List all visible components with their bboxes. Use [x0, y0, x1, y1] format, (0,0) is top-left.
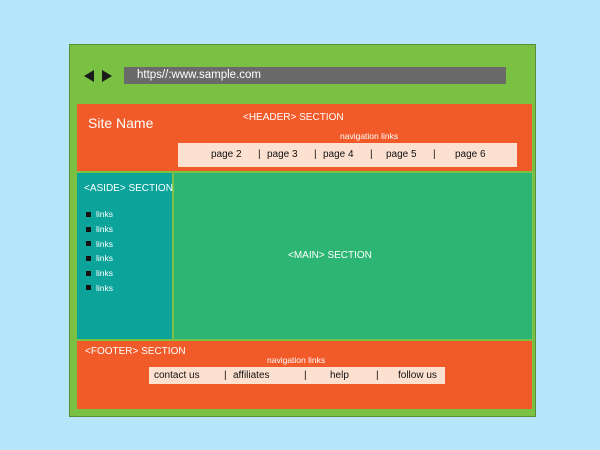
header-section: Site Name <HEADER> SECTION navigation li… — [77, 104, 532, 171]
nav-separator: | — [314, 149, 317, 160]
address-bar[interactable]: https//:www.sample.com — [124, 67, 506, 84]
site-name[interactable]: Site Name — [88, 115, 154, 131]
aside-link[interactable]: links — [86, 280, 113, 295]
browser-window: https//:www.sample.com Site Name <HEADER… — [69, 44, 536, 417]
footer-link-follow-us[interactable]: follow us — [398, 370, 437, 381]
footer-link-contact-us[interactable]: contact us — [154, 370, 200, 381]
header-nav-caption: navigation links — [340, 131, 399, 141]
main-section-label: <MAIN> SECTION — [288, 250, 372, 261]
bullet-icon — [86, 226, 91, 232]
nav-link-page-5[interactable]: page 5 — [386, 149, 417, 160]
aside-link[interactable]: links — [86, 222, 113, 237]
bullet-icon — [86, 255, 91, 261]
nav-separator: | — [258, 149, 261, 160]
footer-link-help[interactable]: help — [330, 370, 349, 381]
footer-section-label: <FOOTER> SECTION — [85, 346, 186, 357]
nav-link-page-6[interactable]: page 6 — [455, 149, 486, 160]
footer-nav-bar: contact us | affiliates | help | follow … — [149, 367, 445, 384]
main-section: <MAIN> SECTION — [174, 173, 532, 339]
aside-section: <ASIDE> SECTION links links links links … — [77, 173, 173, 339]
footer-link-affiliates[interactable]: affiliates — [233, 370, 270, 381]
header-section-label: <HEADER> SECTION — [243, 112, 344, 123]
aside-link-list: links links links links links links — [86, 207, 113, 295]
aside-section-label: <ASIDE> SECTION — [84, 183, 173, 194]
footer-section: <FOOTER> SECTION navigation links contac… — [77, 341, 532, 409]
bullet-icon — [86, 211, 91, 217]
bullet-icon — [86, 285, 91, 291]
nav-separator: | — [370, 149, 373, 160]
nav-separator: | — [224, 370, 227, 381]
forward-arrow-icon[interactable] — [102, 70, 112, 82]
footer-nav-caption: navigation links — [267, 355, 326, 365]
nav-link-page-3[interactable]: page 3 — [267, 149, 298, 160]
bullet-icon — [86, 241, 91, 247]
aside-link[interactable]: links — [86, 266, 113, 281]
nav-separator: | — [433, 149, 436, 160]
header-nav-bar: page 2 | page 3 | page 4 | page 5 | page… — [178, 143, 517, 167]
aside-link[interactable]: links — [86, 236, 113, 251]
browser-toolbar: https//:www.sample.com — [70, 45, 535, 103]
bullet-icon — [86, 270, 91, 276]
nav-link-page-4[interactable]: page 4 — [323, 149, 354, 160]
nav-link-page-2[interactable]: page 2 — [211, 149, 242, 160]
aside-link[interactable]: links — [86, 251, 113, 266]
aside-link[interactable]: links — [86, 207, 113, 222]
back-arrow-icon[interactable] — [84, 70, 94, 82]
nav-separator: | — [304, 370, 307, 381]
nav-separator: | — [376, 370, 379, 381]
